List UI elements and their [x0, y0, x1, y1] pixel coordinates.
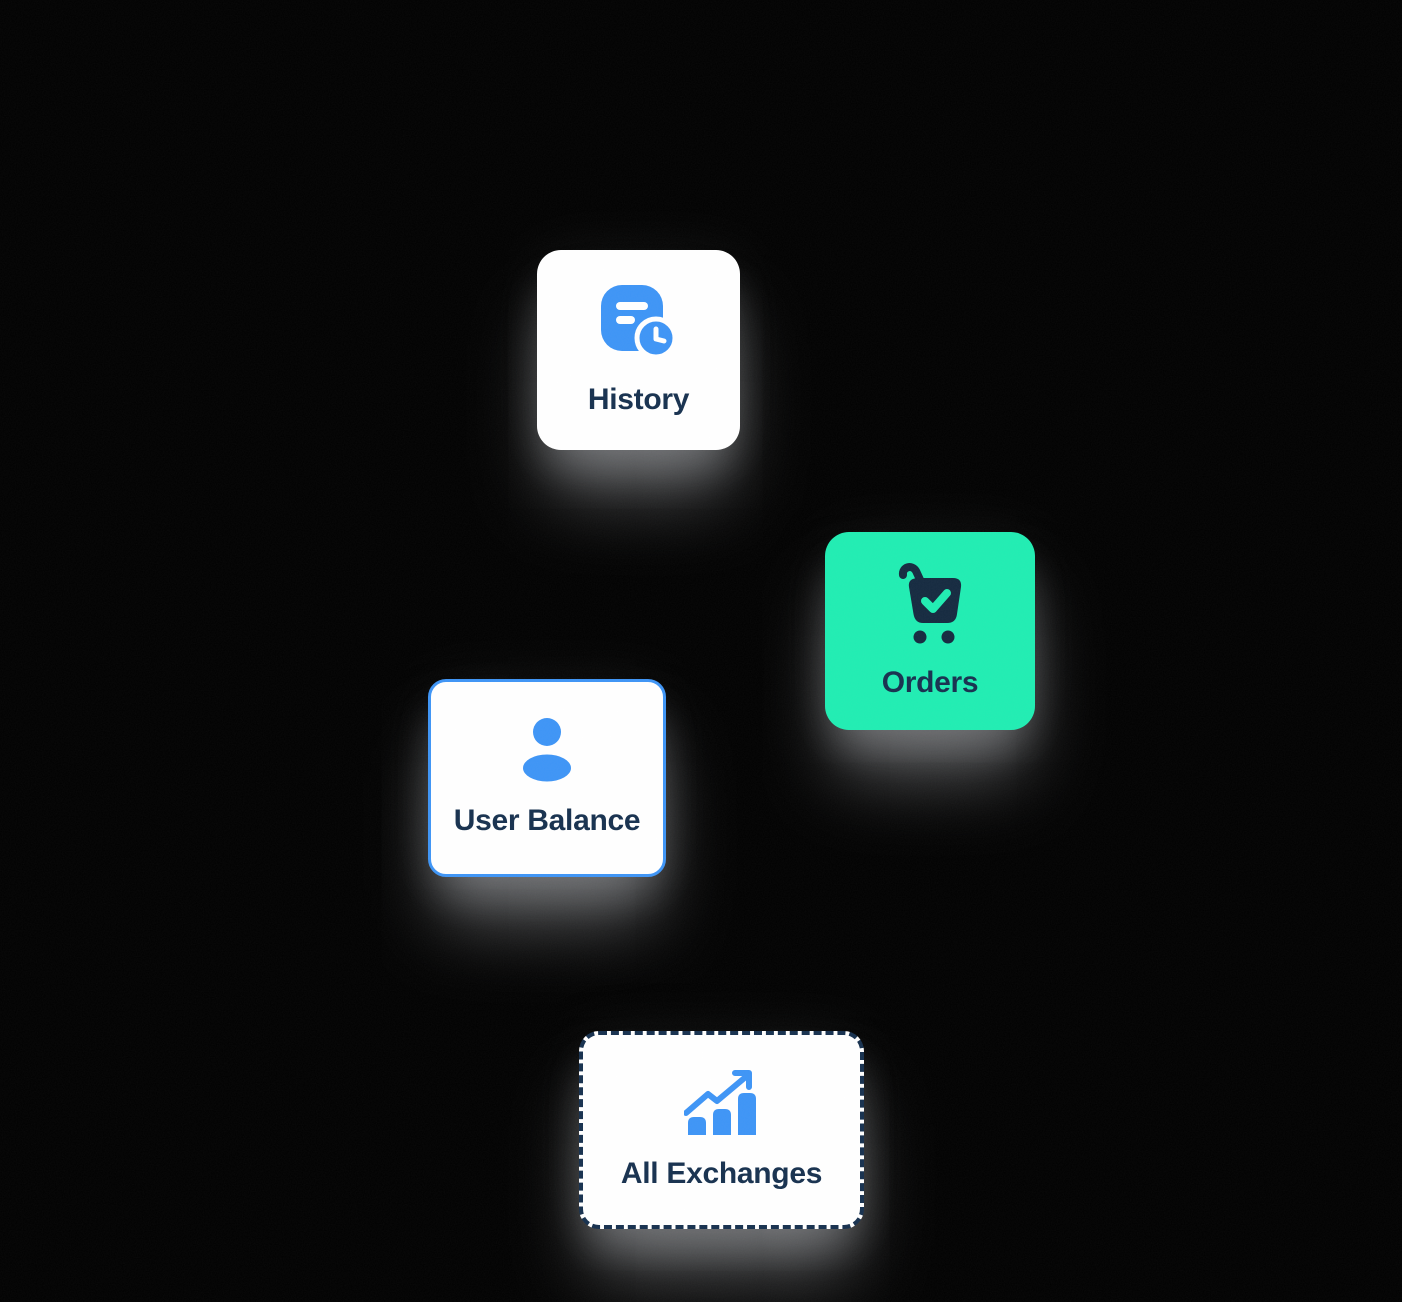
- user-balance-tile[interactable]: User Balance: [428, 679, 666, 877]
- bar-chart-trend-up-icon: [682, 1069, 760, 1135]
- cart-check-icon: [897, 562, 963, 644]
- history-document-clock-icon: [599, 283, 679, 361]
- tile-label: History: [587, 383, 690, 416]
- tile-label: User Balance: [453, 804, 641, 837]
- all-exchanges-tile[interactable]: All Exchanges: [579, 1031, 864, 1229]
- tile-label: Orders: [881, 666, 979, 699]
- orders-tile[interactable]: Orders: [825, 532, 1035, 730]
- user-icon: [522, 718, 572, 782]
- tile-label: All Exchanges: [620, 1157, 823, 1190]
- history-tile[interactable]: History: [537, 250, 740, 450]
